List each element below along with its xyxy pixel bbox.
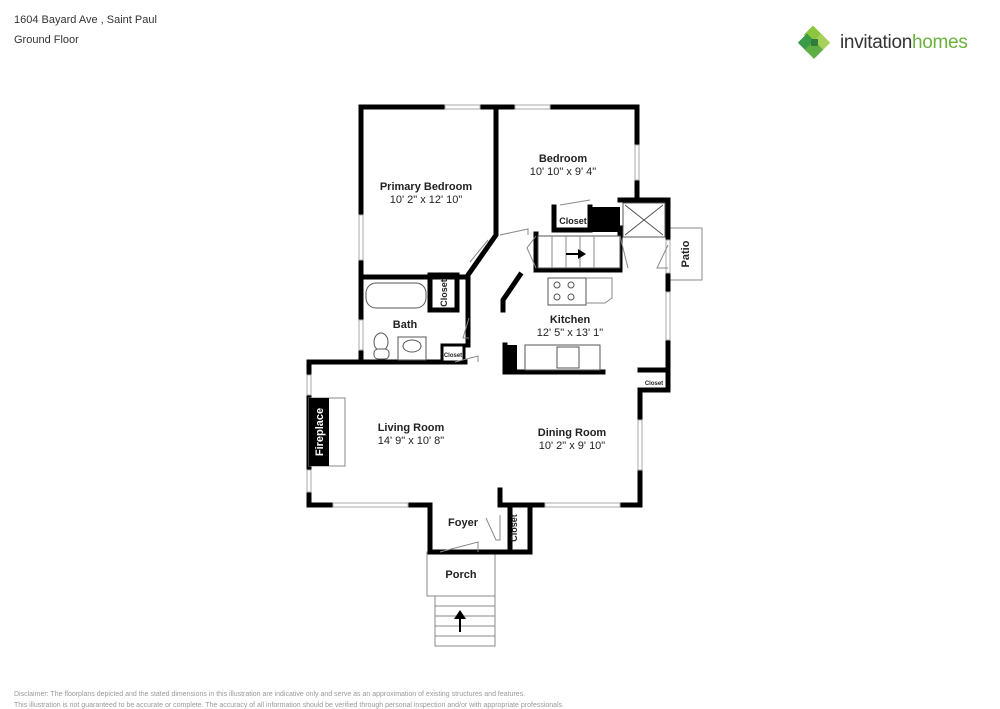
room-dims-dining-room: 10' 2" x 9' 10" bbox=[539, 440, 606, 452]
up-arrow-icon bbox=[454, 610, 466, 619]
porch-stairs bbox=[434, 595, 496, 647]
fireplace-label: Fireplace bbox=[314, 408, 326, 456]
room-name-bedroom: Bedroom bbox=[539, 153, 588, 165]
room-name-patio: Patio bbox=[680, 240, 692, 267]
right-arrow-icon bbox=[578, 249, 586, 259]
interior-stairs bbox=[537, 235, 621, 269]
room-name-primary-bedroom: Primary Bedroom bbox=[380, 181, 473, 193]
floor-label: Ground Floor bbox=[14, 34, 79, 46]
logo-text-homes: homes bbox=[912, 32, 968, 53]
room-dims-living-room: 14' 9" x 10' 8" bbox=[378, 435, 445, 447]
fireplace bbox=[309, 398, 329, 466]
room-name-porch: Porch bbox=[445, 569, 476, 581]
fixtures bbox=[308, 199, 669, 553]
property-address: 1604 Bayard Ave , Saint Paul bbox=[14, 14, 157, 26]
room-dims-bedroom: 10' 10" x 9' 4" bbox=[530, 166, 597, 178]
disclaimer-line-1: Disclaimer: The floorplans depicted and … bbox=[14, 691, 526, 698]
room-dims-kitchen: 12' 5" x 13' 1" bbox=[537, 327, 604, 339]
closet-label-primary: Closet bbox=[439, 279, 449, 307]
toilet bbox=[373, 332, 389, 352]
invitation-homes-logo: invitationhomes bbox=[798, 26, 968, 60]
windows bbox=[306, 104, 671, 508]
room-dims-primary-bedroom: 10' 2" x 12' 10" bbox=[390, 194, 463, 206]
closet-label-bedroom: Closet bbox=[559, 216, 587, 226]
patio-area bbox=[667, 227, 703, 281]
closet-label-bath: Closet bbox=[444, 353, 462, 359]
room-name-bath: Bath bbox=[393, 319, 418, 331]
room-name-kitchen: Kitchen bbox=[550, 314, 591, 326]
room-name-dining-room: Dining Room bbox=[538, 427, 607, 439]
logo-text-invitation: invitation bbox=[840, 32, 912, 53]
kitchen-sink bbox=[556, 346, 580, 369]
room-name-foyer: Foyer bbox=[448, 517, 479, 529]
stove bbox=[547, 277, 587, 306]
room-name-living-room: Living Room bbox=[378, 422, 445, 434]
bathtub bbox=[365, 282, 427, 309]
disclaimer-line-2: This illustration is not guaranteed to b… bbox=[14, 702, 565, 709]
closet-label-dining: Closet bbox=[645, 381, 663, 387]
closet-label-foyer: Closet bbox=[509, 514, 519, 542]
logo-mark-icon bbox=[798, 26, 831, 59]
